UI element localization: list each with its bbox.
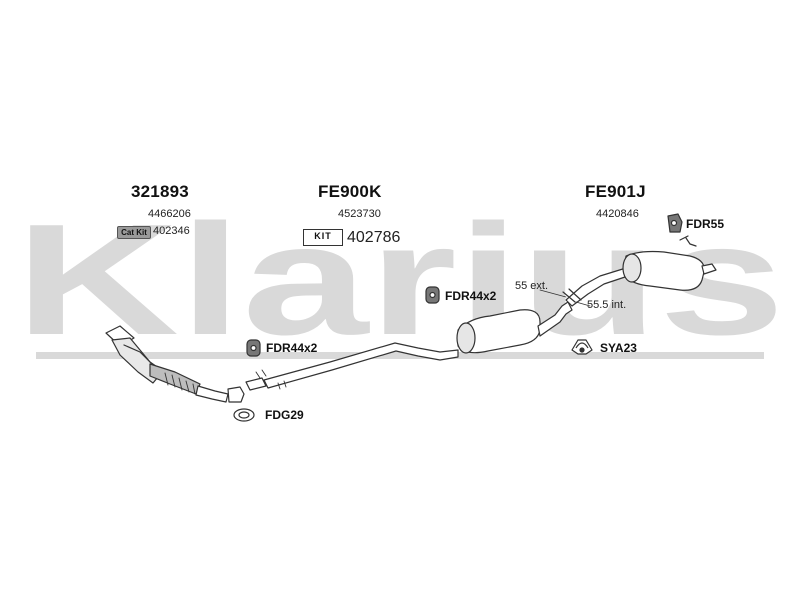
fdg29-label: FDG29 <box>265 408 304 422</box>
sya23-label: SYA23 <box>600 341 637 355</box>
rear-group-code: FE901J <box>585 182 646 201</box>
ext-annotation: 55 ext. <box>515 280 549 292</box>
rubber-mount-icon <box>425 286 440 304</box>
clamp-icon <box>571 339 593 355</box>
rubber-mount-icon <box>246 339 261 357</box>
cat-kit-badge: Cat Kit <box>117 226 151 239</box>
middle-group-number: 4523730 <box>338 208 381 220</box>
kit-badge: KIT <box>303 229 343 246</box>
cat-kit-number: 402346 <box>153 225 190 237</box>
int-annotation: 55.5 int. <box>587 299 627 311</box>
front-group-code: 321893 <box>131 182 189 201</box>
front-catalyst-part <box>105 325 229 403</box>
middle-pipe-part <box>245 301 573 391</box>
fdr44x2-mid-label: FDR44x2 <box>445 289 497 303</box>
kit-number: 402786 <box>347 229 401 246</box>
gasket-icon <box>233 408 255 422</box>
rear-silencer-part <box>565 235 717 307</box>
fdr55-label: FDR55 <box>686 217 725 231</box>
joint-marker <box>539 288 591 307</box>
kit-badge-label: KIT <box>314 231 332 241</box>
middle-group-code: FE900K <box>318 182 382 201</box>
front-flange <box>227 386 245 403</box>
fdr44x2-left-label: FDR44x2 <box>266 341 318 355</box>
rear-group-number: 4420846 <box>596 208 639 220</box>
front-group-number: 4466206 <box>148 208 191 220</box>
watermark-underline <box>36 352 764 359</box>
rubber-mount-icon <box>667 213 683 233</box>
